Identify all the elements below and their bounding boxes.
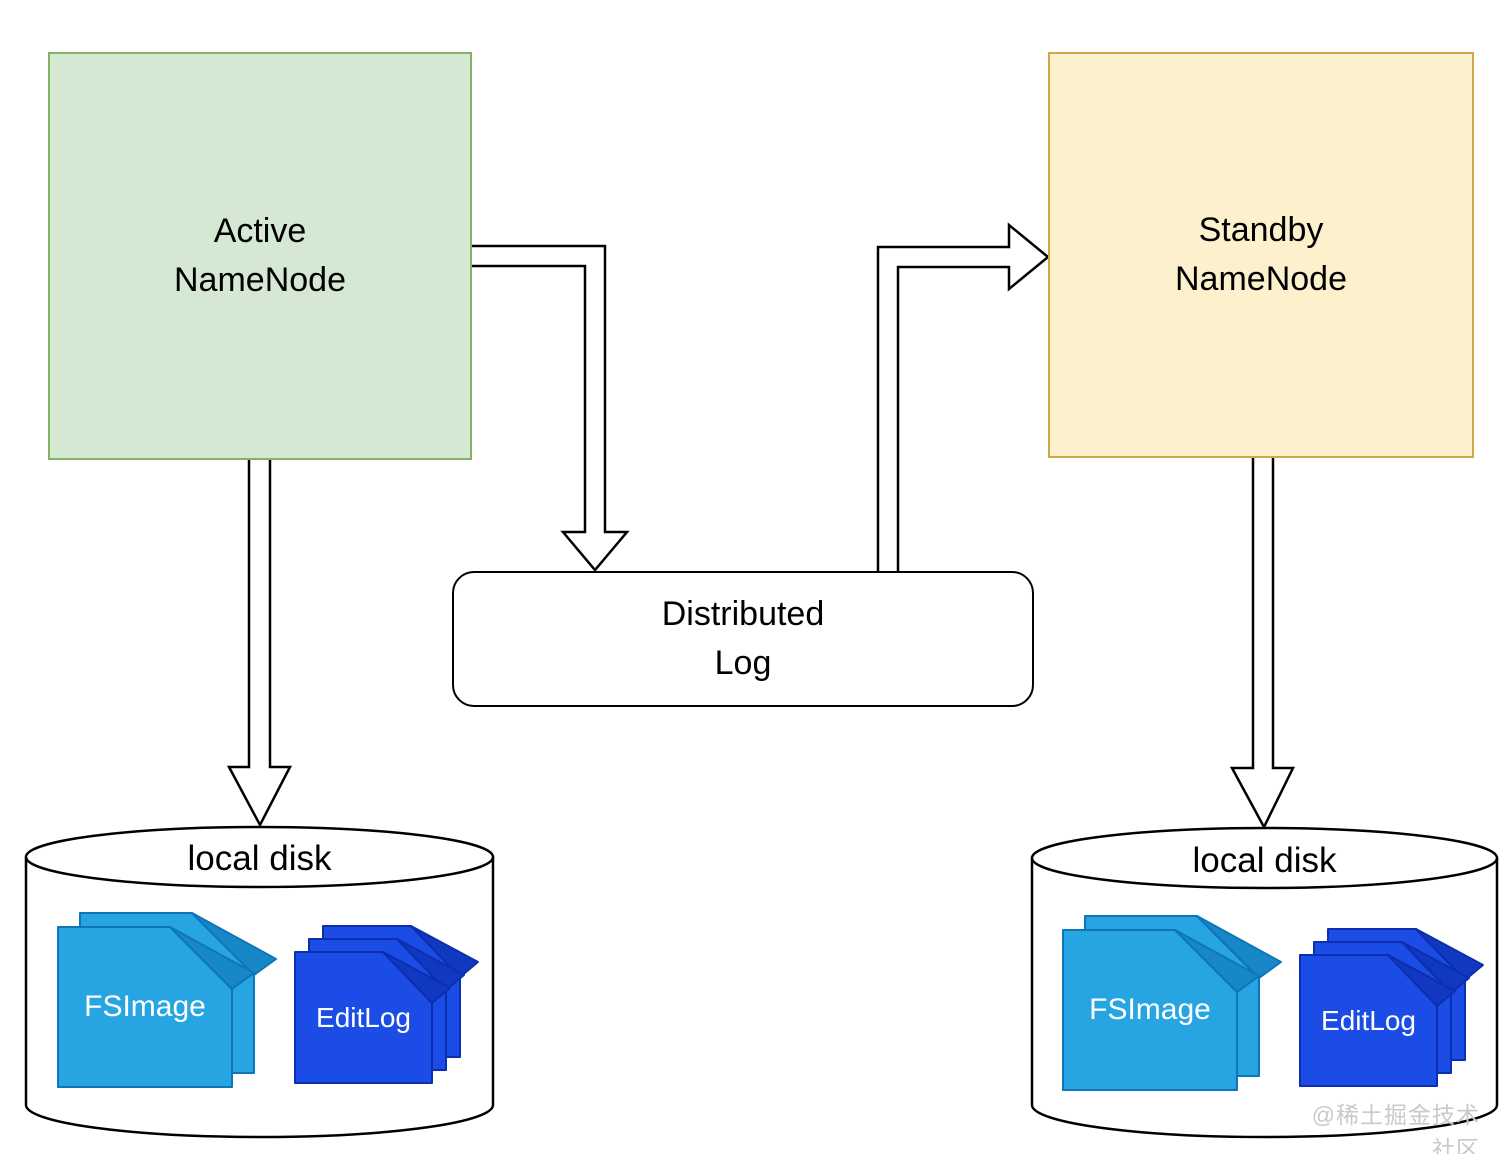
editlog-label-left: EditLog (316, 1001, 411, 1033)
standby-namenode-label: Standby NameNode (1175, 210, 1347, 298)
active-namenode-box: Active NameNode (48, 52, 472, 460)
standby-to-right-disk-arrow (1229, 453, 1296, 830)
active-to-left-disk-arrow (226, 454, 293, 828)
left-disk-label: local disk (187, 839, 332, 878)
active-to-distributed-log-arrow (468, 244, 630, 572)
distributed-log-label: Distributed Log (661, 594, 825, 682)
distributed-log-to-standby-arrow (876, 222, 1050, 575)
standby-namenode-box: Standby NameNode (1048, 52, 1474, 458)
fsimage-label-left: FSImage (84, 990, 206, 1023)
active-namenode-label: Active NameNode (174, 211, 346, 299)
editlog-label-right: EditLog (1321, 1004, 1416, 1036)
right-disk-label: local disk (1192, 841, 1337, 880)
left-disk-cylinder-top (24, 825, 495, 889)
fsimage-label-right: FSImage (1089, 993, 1211, 1026)
distributed-log-box: Distributed Log (452, 571, 1034, 707)
watermark: @稀土掘金技术社区 (1311, 1102, 1480, 1154)
